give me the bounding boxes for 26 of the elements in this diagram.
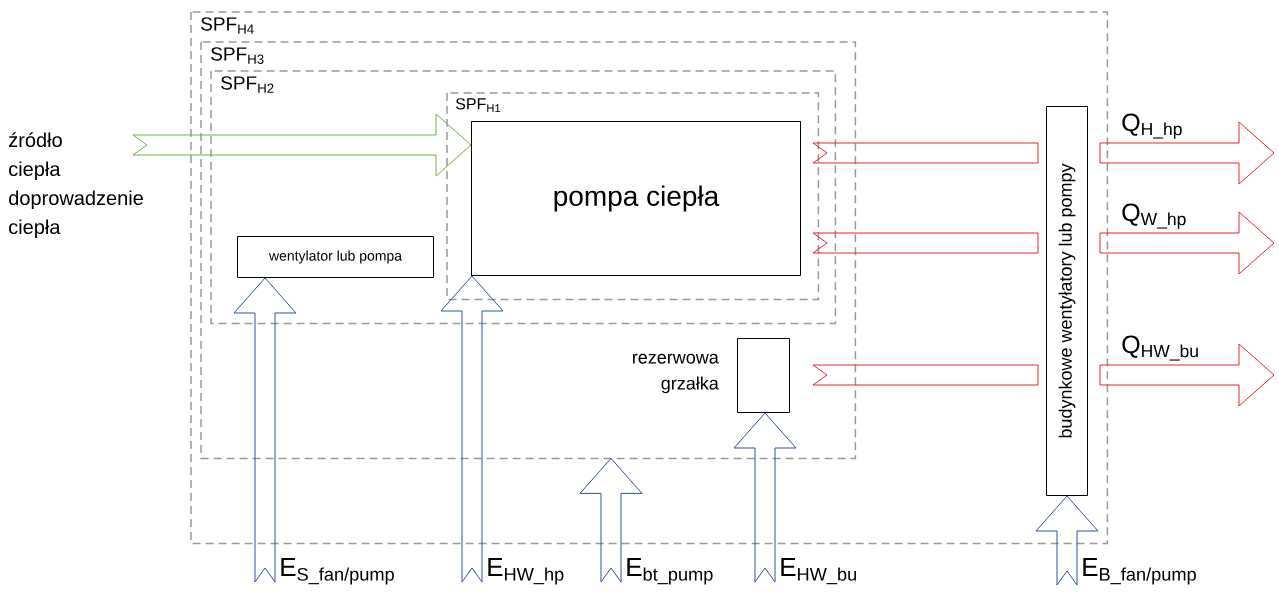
block-arrow — [1099, 343, 1275, 407]
edge-label: Q$_{W_hp}$ — [1120, 202, 1188, 230]
component-box: pompa ciepła — [471, 121, 801, 276]
node-label: rezerwowa grzałka — [632, 353, 719, 394]
source-text: źródło ciepła doprowadzenie ciepła — [9, 132, 143, 239]
block-arrow — [812, 232, 1039, 254]
edge-label: Q$_{H_hp}$ — [1120, 112, 1184, 140]
block-arrow — [132, 113, 472, 177]
block-arrow — [812, 142, 1039, 164]
component-box: wentylator lub pompa — [237, 236, 434, 278]
block-arrow — [579, 457, 643, 583]
block-arrow — [1035, 495, 1099, 586]
block-arrow — [440, 275, 504, 583]
edge-label: E$_{bt_pump}$ — [624, 557, 715, 586]
block-arrow — [233, 277, 297, 583]
edge-label: E$_{B_fan/pump}$ — [1080, 557, 1199, 586]
edge-label: Q$_{HW_bu}$ — [1120, 334, 1201, 362]
block-arrow — [812, 364, 1039, 386]
component-box: budynkowe wentyłatory lub pompy — [1046, 106, 1088, 496]
block-arrow — [733, 412, 797, 583]
edge-label: E$_{HW_bu}$ — [778, 557, 859, 586]
block-arrow — [1099, 211, 1275, 275]
edge-label: E$_{HW_hp}$ — [485, 557, 566, 586]
heater-box: rezerwowa grzałka — [632, 338, 790, 413]
edge-label: E$_{S_fan/pump}$ — [278, 557, 397, 586]
block-arrow — [1099, 121, 1275, 185]
